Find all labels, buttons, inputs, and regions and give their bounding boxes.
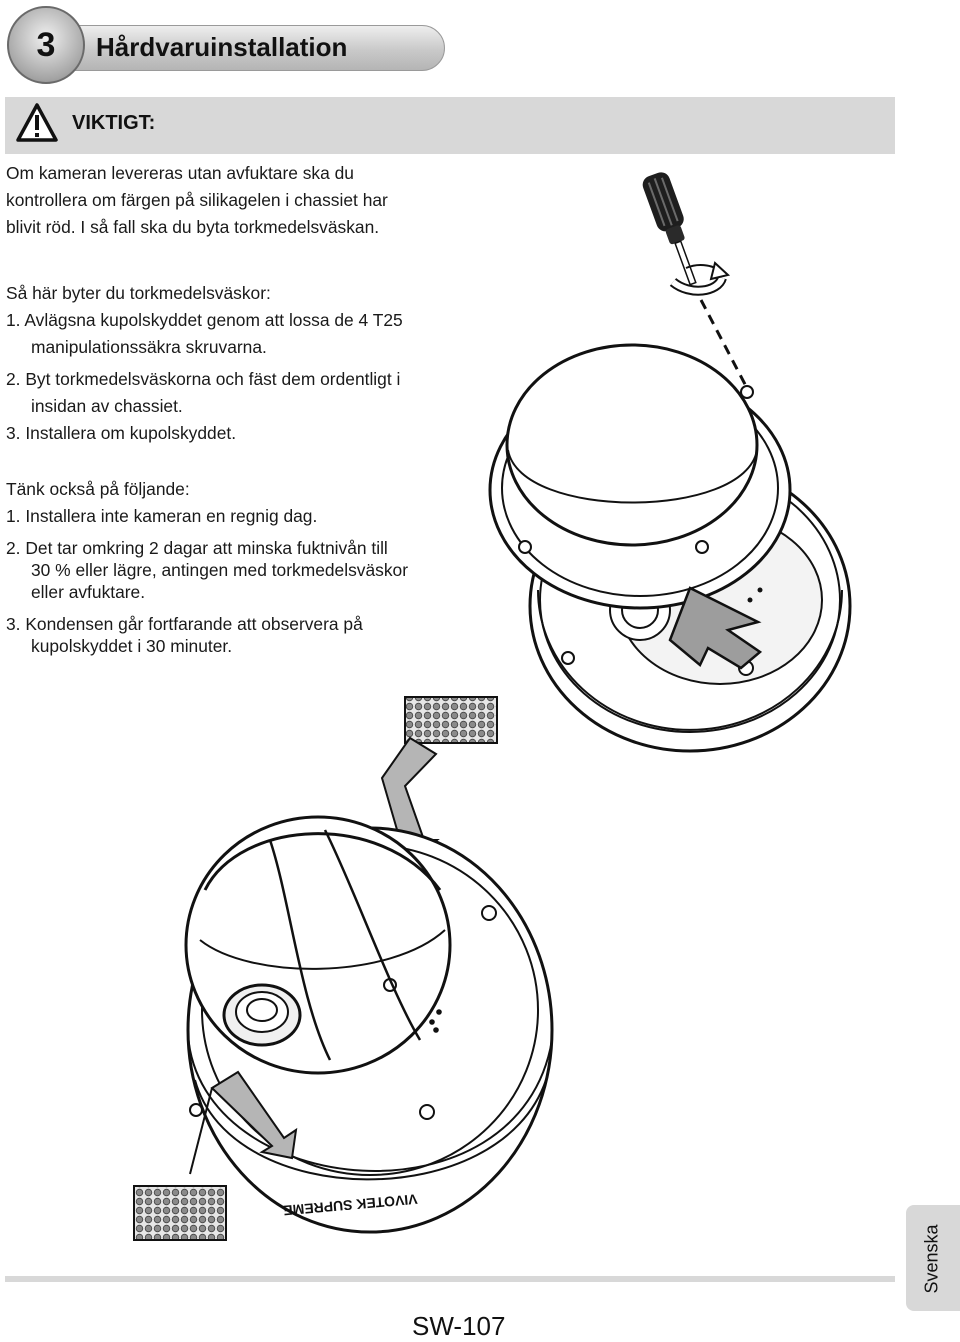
screwdriver-icon [642,172,697,286]
intro-line: Om kameran levereras utan avfuktare ska … [6,163,354,183]
step-item-continuation: manipulationssäkra skruvarna. [31,337,267,357]
intro-line: kontrollera om färgen på silikagelen i c… [6,190,388,210]
page-title: Hårdvaruinstallation [96,32,348,62]
section-number-badge: 3 [7,6,85,84]
step-item: 2. Byt torkmedelsväskorna och fäst dem o… [6,369,401,389]
intro-paragraph: Om kameran levereras utan avfuktare ska … [6,160,476,241]
insert-arrow-icon [668,586,763,670]
note-item: 3. Kondensen går fortfarande att observe… [6,614,363,634]
language-label: Svenska [921,1224,942,1294]
section-header-bar [40,25,445,71]
note-item: 2. Det tar omkring 2 dagar att minska fu… [6,538,388,558]
desiccant-bag-icon [133,1185,227,1241]
step-item-continuation: insidan av chassiet. [31,396,183,416]
step-item: 1. Avlägsna kupolskyddet genom att lossa… [6,310,403,330]
page-number: SW-107 [412,1311,506,1341]
steps-list: Så här byter du torkmedelsväskor: 1. Avl… [6,280,476,447]
step-item: 3. Installera om kupolskyddet. [6,423,237,443]
steps-heading: Så här byter du torkmedelsväskor: [6,283,271,303]
note-item: 1. Installera inte kameran en regnig dag… [6,506,318,526]
intro-line: blivit röd. I så fall ska du byta torkme… [6,217,380,237]
warning-box: VIKTIGT: [5,97,895,154]
language-tab [906,1205,960,1311]
desiccant-bag-icon [404,696,498,744]
note-item-continuation: eller avfuktare. [31,582,146,602]
note-item-continuation: 30 % eller lägre, antingen med torkmedel… [31,560,408,580]
note-item-continuation: kupolskyddet i 30 minuter. [31,636,233,656]
footer-rule [5,1276,895,1282]
rotate-arrow-icon [669,261,731,296]
insert-arrow-icon [210,1070,298,1160]
notes-heading: Tänk också på följande: [6,479,190,499]
warning-label: VIKTIGT: [72,112,156,134]
warning-triangle-icon [16,103,58,142]
notes-list: Tänk också på följande: 1. Installera in… [6,476,486,660]
